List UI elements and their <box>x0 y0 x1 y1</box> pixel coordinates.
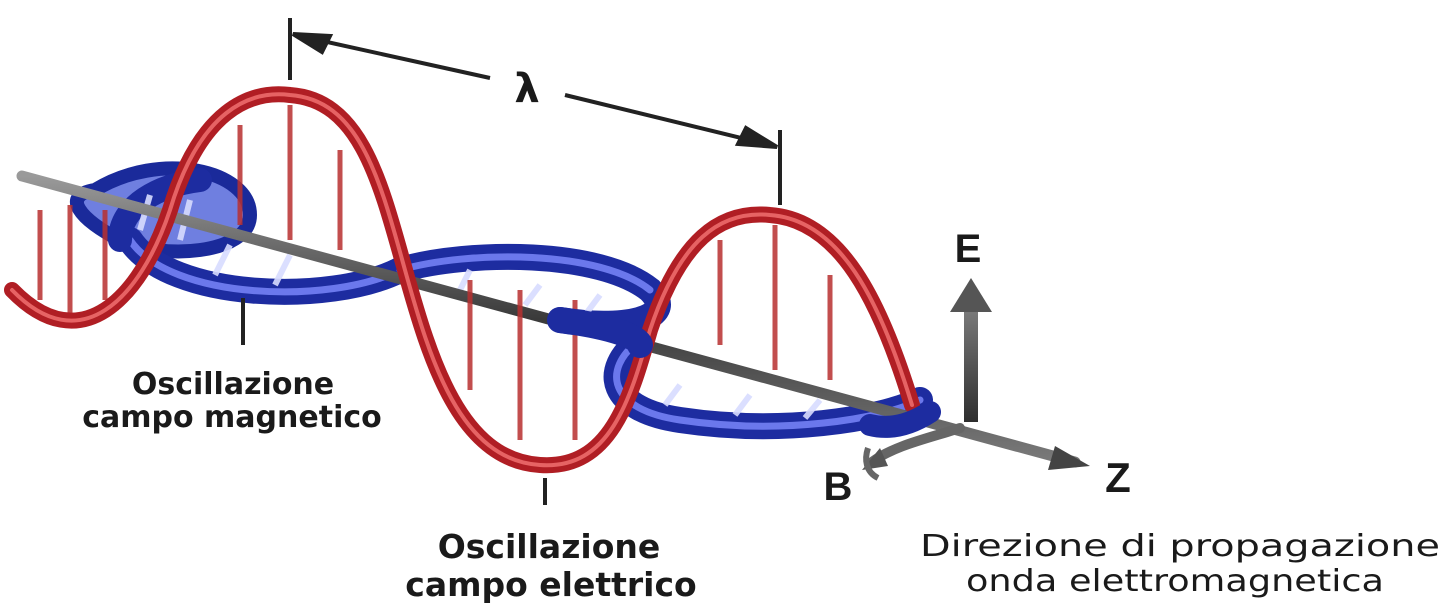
electric-label-line1: Oscillazione <box>438 527 661 566</box>
electric-field-wave <box>4 86 920 474</box>
wavelength-label: λ <box>514 66 539 112</box>
axis-e-label: E <box>955 227 982 271</box>
axis-b-label: B <box>824 465 853 509</box>
magnetic-label-line1: Oscillazione <box>132 367 334 402</box>
wavelength-marker <box>288 18 782 205</box>
magnetic-label-line2: campo magnetico <box>82 400 382 435</box>
electric-label-line2: campo elettrico <box>405 565 696 604</box>
magnetic-field-front <box>547 307 941 438</box>
direction-label-line2: onda elettromagnetica <box>966 564 1384 599</box>
axis-z-label: Z <box>1105 454 1131 501</box>
reference-axes <box>862 278 992 481</box>
direction-label-line1: Direzione di propagazione <box>920 529 1440 564</box>
